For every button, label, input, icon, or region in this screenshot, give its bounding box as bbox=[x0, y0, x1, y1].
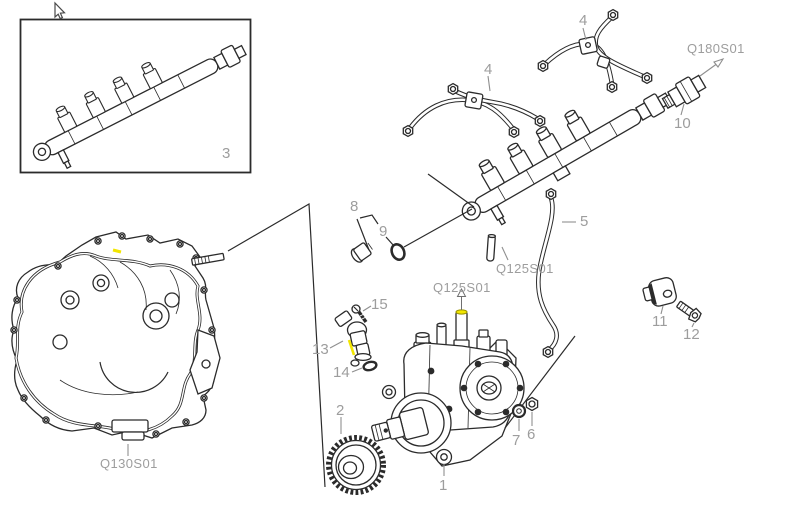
guide-line-rail-end bbox=[427, 173, 475, 208]
metering-valve[interactable] bbox=[334, 310, 372, 367]
fuel-rail-drawing bbox=[32, 44, 247, 170]
plug-oring[interactable] bbox=[389, 242, 407, 262]
valve-screw[interactable] bbox=[351, 304, 368, 323]
leader-4a bbox=[487, 75, 491, 92]
callout-7[interactable]: 7 bbox=[512, 432, 521, 449]
callout-11[interactable]: 11 bbox=[652, 313, 668, 330]
leader-10 bbox=[680, 103, 685, 116]
bracket-8-9 bbox=[359, 214, 379, 225]
guide-line-9-rail bbox=[403, 208, 473, 248]
fitting-highlight bbox=[455, 309, 468, 315]
leader-13 bbox=[329, 340, 344, 349]
injection-pump[interactable] bbox=[370, 309, 525, 467]
code-q125s01-pump[interactable]: Q125S01 bbox=[433, 280, 491, 295]
callout-1[interactable]: 1 bbox=[439, 477, 448, 494]
leader-15 bbox=[362, 305, 372, 312]
clamp-bolt[interactable] bbox=[675, 299, 703, 324]
callout-15[interactable]: 15 bbox=[371, 296, 388, 313]
leader-8 bbox=[356, 218, 370, 251]
injector-pipes-a[interactable] bbox=[402, 82, 546, 139]
shaft-washer[interactable] bbox=[511, 403, 527, 419]
valve-oring[interactable] bbox=[362, 360, 378, 372]
callout-4b[interactable]: 4 bbox=[579, 12, 588, 29]
shaft-nut[interactable] bbox=[525, 396, 539, 412]
fuel-rail-main[interactable] bbox=[445, 65, 681, 239]
case-highlight bbox=[112, 248, 122, 254]
leader-4b bbox=[582, 27, 587, 41]
timing-gear-case[interactable] bbox=[10, 231, 221, 441]
mouse-cursor-icon bbox=[54, 1, 66, 20]
callout-2[interactable]: 2 bbox=[336, 402, 345, 419]
callout-3[interactable]: 3 bbox=[222, 145, 231, 162]
callout-12[interactable]: 12 bbox=[683, 326, 700, 343]
callout-4a[interactable]: 4 bbox=[484, 61, 493, 78]
pump-drive-gear[interactable] bbox=[326, 435, 386, 495]
callout-5[interactable]: 5 bbox=[580, 213, 589, 230]
guide-line-stud bbox=[227, 202, 326, 488]
leader-q125s01-pin bbox=[501, 246, 509, 261]
code-q180s01[interactable]: Q180S01 bbox=[687, 41, 745, 56]
callout-6[interactable]: 6 bbox=[527, 426, 536, 443]
callout-9[interactable]: 9 bbox=[379, 223, 388, 240]
inset-fuel-rail-box[interactable] bbox=[19, 18, 255, 179]
pipe-clamp[interactable] bbox=[641, 276, 677, 309]
pump-to-rail-pipe[interactable] bbox=[536, 187, 559, 359]
rail-plug[interactable] bbox=[349, 240, 374, 264]
callout-13[interactable]: 13 bbox=[312, 341, 329, 358]
arrow-q180s01 bbox=[699, 57, 725, 77]
callout-8[interactable]: 8 bbox=[350, 198, 359, 215]
code-q130s01[interactable]: Q130S01 bbox=[100, 456, 158, 471]
callout-10[interactable]: 10 bbox=[674, 115, 691, 132]
callout-14[interactable]: 14 bbox=[333, 364, 350, 381]
leader-14 bbox=[351, 367, 363, 373]
code-q125s01-pin[interactable]: Q125S01 bbox=[496, 261, 554, 276]
injector-pipes-b[interactable] bbox=[537, 8, 653, 94]
valve-highlight bbox=[347, 339, 356, 356]
leader-11 bbox=[660, 305, 664, 315]
rail-pressure-sensor[interactable] bbox=[659, 72, 708, 113]
leader-12 bbox=[691, 322, 695, 328]
case-gasket bbox=[14, 252, 202, 434]
inlet-connector[interactable] bbox=[486, 233, 496, 262]
arrow-q125s01-pump bbox=[456, 287, 467, 310]
mounting-stud[interactable] bbox=[191, 252, 225, 266]
